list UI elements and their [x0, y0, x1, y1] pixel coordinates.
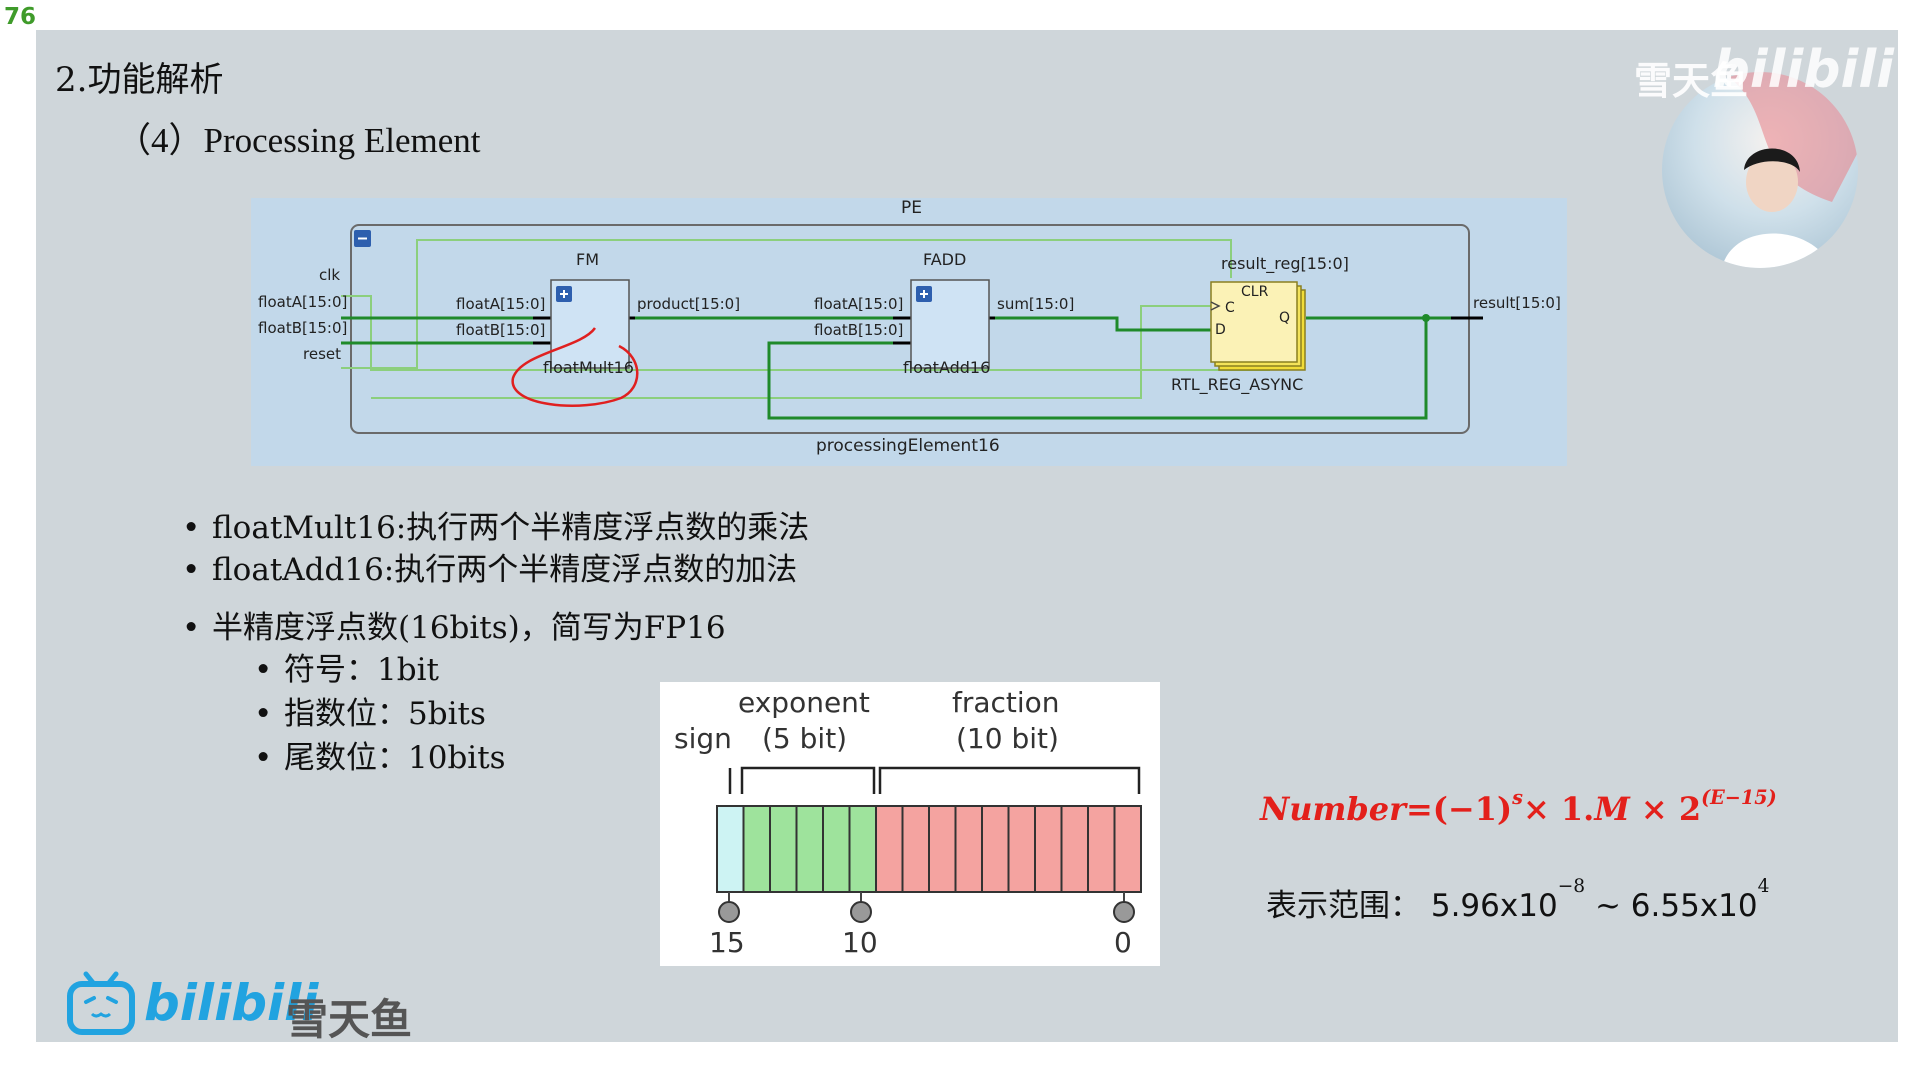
range-max-base: 6.55x10 — [1630, 888, 1758, 924]
pe-schematic: PE processingElement16 clk floatA[15:0] … — [251, 198, 1567, 466]
bit-15-label: 15 — [709, 926, 745, 959]
reg-d: D — [1215, 322, 1226, 338]
range-text: 表示范围： 5.96x10−8 ~ 6.55x104 — [1266, 876, 1769, 925]
fp16-bit-cell — [742, 805, 771, 893]
input-clk: clk — [319, 266, 341, 284]
bullet-mult-text: floatMult16:执行两个半精度浮点数的乘法 — [212, 510, 810, 546]
bilibili-logo-bottom: bilibili — [66, 970, 318, 1040]
range-label: 表示范围： — [1266, 888, 1421, 924]
formula-s: s — [1512, 786, 1523, 809]
fraction-bits: (10 bit) — [956, 722, 1059, 755]
fp16-bit-cell — [1087, 805, 1116, 893]
bullet-mult: •floatMult16:执行两个半精度浮点数的乘法 — [182, 510, 810, 546]
fm-port-a: floatA[15:0] — [456, 295, 546, 313]
bullet-exp: •指数位：5bits — [254, 696, 486, 732]
formula-times1: × 1. — [1522, 790, 1595, 828]
fadd-out: sum[15:0] — [997, 295, 1075, 313]
fp16-diagram: exponent sign (5 bit) fraction (10 bit) … — [660, 682, 1160, 966]
input-floata: floatA[15:0] — [258, 293, 348, 311]
bullet-add: •floatAdd16:执行两个半精度浮点数的加法 — [182, 552, 798, 588]
fp16-bit-cell — [716, 805, 745, 893]
bilibili-tv-icon — [67, 971, 135, 1035]
bullet-sign: •符号：1bit — [254, 652, 439, 688]
sign-label: sign — [674, 722, 732, 755]
reg-q: Q — [1279, 310, 1291, 326]
fp16-bits-svg — [716, 766, 1142, 923]
formula-number: Number — [1260, 790, 1406, 828]
fp16-bit-cell — [769, 805, 798, 893]
bit-0-label: 0 — [1114, 926, 1132, 959]
formula-times2: × 2 — [1629, 790, 1702, 828]
bullet-fp16: •半精度浮点数(16bits)，简写为FP16 — [182, 610, 726, 646]
formula-m: M — [1594, 790, 1630, 828]
fp16-bit-cell — [928, 805, 957, 893]
range-min-base: 5.96x10 — [1430, 888, 1558, 924]
fraction-label: fraction — [952, 686, 1060, 719]
fp16-bit-cell — [1060, 805, 1089, 893]
bullet-exp-text: 指数位：5bits — [284, 696, 486, 732]
fp16-bit-cell — [954, 805, 983, 893]
bilibili-logo-top-text: bilibili — [1712, 40, 1894, 100]
fm-out: product[15:0] — [637, 295, 741, 313]
input-reset: reset — [303, 345, 341, 363]
bilibili-logo-bottom-text: bilibili — [144, 974, 319, 1032]
bullet-frac-text: 尾数位：10bits — [284, 740, 506, 776]
pe-schematic-svg — [341, 224, 1483, 434]
fp16-bit-cell — [981, 805, 1010, 893]
fp16-bit-cell — [848, 805, 877, 893]
fp16-bit-cell — [1034, 805, 1063, 893]
range-min-exp: −8 — [1557, 876, 1586, 897]
fadd-port-b: floatB[15:0] — [814, 321, 904, 339]
bullet-add-text: floatAdd16:执行两个半精度浮点数的加法 — [212, 552, 798, 588]
page-number: 76 — [4, 4, 37, 30]
bullet-sign-text: 符号：1bit — [284, 652, 439, 688]
input-floatb: floatB[15:0] — [258, 319, 348, 337]
reg-c: C — [1225, 300, 1235, 316]
output-result: result[15:0] — [1473, 294, 1561, 312]
fadd-title: FADD — [923, 250, 967, 269]
bullet-fp16-text: 半精度浮点数(16bits)，简写为FP16 — [212, 610, 726, 646]
fm-name: floatMult16 — [543, 358, 634, 377]
range-sep: ~ — [1585, 888, 1631, 924]
avatar — [1662, 72, 1858, 268]
bilibili-logo-top: bilibili — [1713, 40, 1894, 100]
section-title: 2.功能解析 — [55, 60, 224, 100]
slide: 2.功能解析 （4）Processing Element 雪天鱼 bilibil… — [36, 30, 1898, 1044]
fp16-bit-cell — [795, 805, 824, 893]
fp16-bit-cell — [1113, 805, 1142, 893]
sub-title: （4）Processing Element — [116, 121, 481, 160]
schematic-module-name: processingElement16 — [816, 436, 1000, 456]
schematic-pe-label: PE — [901, 198, 922, 218]
fm-title: FM — [576, 250, 600, 269]
fp16-bit-cell — [822, 805, 851, 893]
fp16-bit-cell — [1007, 805, 1036, 893]
fp16-bit-cell — [875, 805, 904, 893]
fp16-formula: Number=(−1)s× 1.M × 2(E−15) — [1260, 786, 1777, 828]
fadd-name: floatAdd16 — [903, 358, 991, 377]
range-max-exp: 4 — [1757, 876, 1770, 897]
fp16-bit-cell — [901, 805, 930, 893]
reg-clr: CLR — [1241, 284, 1269, 300]
watermark-top-text: 雪天鱼 — [1633, 59, 1748, 103]
exponent-label: exponent — [738, 686, 870, 719]
reg-name: RTL_REG_ASYNC — [1171, 375, 1304, 394]
fadd-port-a: floatA[15:0] — [814, 295, 904, 313]
reg-title: result_reg[15:0] — [1221, 254, 1349, 273]
bottom-author-name: 雪天鱼 — [286, 995, 413, 1044]
formula-eq: =(−1) — [1405, 790, 1513, 828]
exponent-bits: (5 bit) — [762, 722, 848, 755]
bit-10-label: 10 — [842, 926, 878, 959]
bullet-frac: •尾数位：10bits — [254, 740, 506, 776]
formula-exp: (E−15) — [1701, 786, 1777, 809]
fm-port-b: floatB[15:0] — [456, 321, 546, 339]
watermark-top: 雪天鱼 — [1634, 50, 1748, 105]
